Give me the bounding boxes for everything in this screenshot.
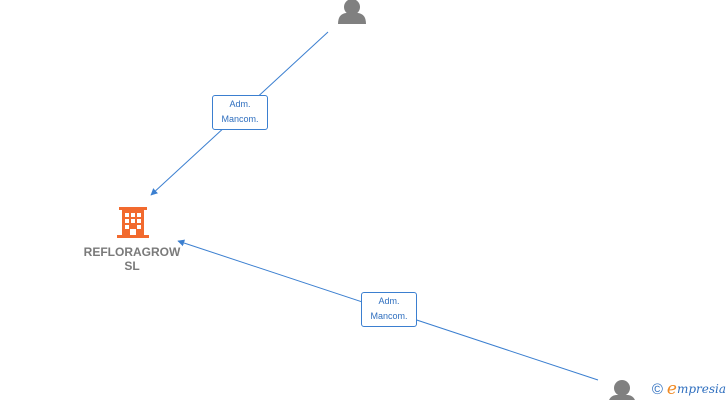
edge-label-bottom-line1: Adm. [378,296,400,306]
edge-label-top-line2: Mancom. [221,114,259,124]
brand-logo-text: mpresia [676,382,726,396]
empresia-watermark: © e mpresia [651,379,726,399]
person-icon-bottom[interactable] [608,380,636,400]
edge-label-bottom: Adm. Mancom. [361,292,417,327]
brand-logo-letter: e [666,379,677,399]
company-name-line2: SL [124,259,140,273]
building-icon[interactable] [117,207,149,238]
company-name[interactable]: REFLORAGROW SL [72,245,192,273]
person-icon-top[interactable] [338,0,366,24]
edge-label-bottom-line2: Mancom. [370,311,408,321]
copyright-icon: © [651,381,663,398]
edge-label-top-line1: Adm. [229,99,251,109]
edge-label-top: Adm. Mancom. [212,95,268,130]
company-name-line1: REFLORAGROW [83,245,181,259]
